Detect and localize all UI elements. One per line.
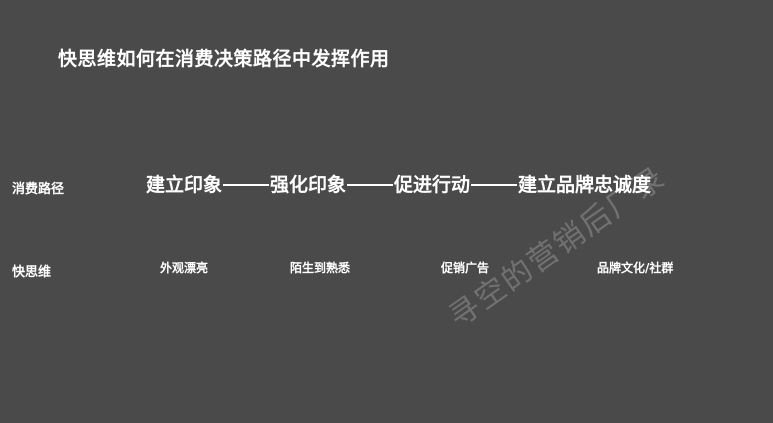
flow-step-build-impression: 建立印象: [146, 174, 223, 196]
flow-step-promote-action: 促进行动: [394, 174, 471, 196]
flow-connector: [471, 183, 518, 186]
flow-step-strengthen-impression: 强化印象: [270, 174, 347, 196]
flow-step-brand-loyalty: 建立品牌忠诚度: [518, 174, 652, 196]
decision-path-flow: 建立印象 强化印象 促进行动 建立品牌忠诚度: [146, 170, 651, 197]
fast-item-promotion: 促销广告: [441, 261, 490, 275]
slide-title: 快思维如何在消费决策路径中发挥作用: [58, 48, 390, 70]
flow-connector: [347, 183, 394, 186]
flow-connector: [223, 183, 270, 186]
row-label-consumption-path: 消费路径: [12, 182, 65, 197]
fast-item-appearance: 外观漂亮: [160, 261, 209, 275]
fast-item-brand-culture: 品牌文化/社群: [597, 261, 674, 275]
fast-item-familiarity: 陌生到熟悉: [290, 261, 351, 275]
row-label-fast-thinking: 快思维: [12, 265, 52, 280]
